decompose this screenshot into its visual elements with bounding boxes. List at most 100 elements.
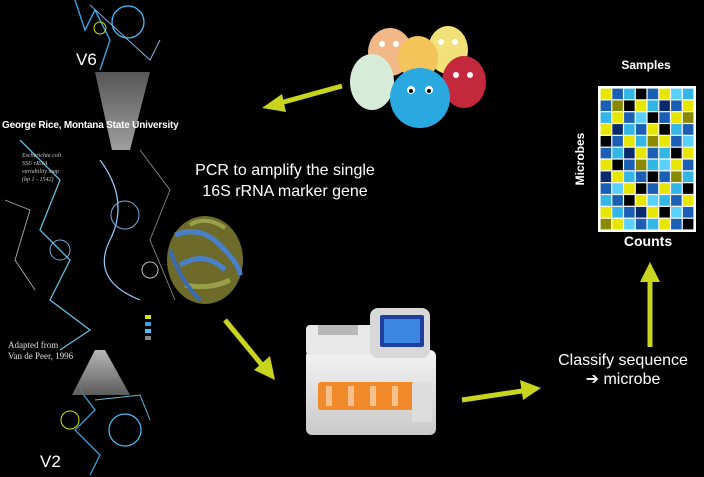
heatmap-cell [624, 206, 635, 218]
arrow-molecule-to-sequencer [223, 318, 275, 380]
heatmap-cell [635, 124, 647, 135]
heatmap-cell [671, 100, 682, 112]
heatmap-cell [682, 206, 694, 218]
heatmap-cell [612, 124, 623, 135]
heatmap-cell [612, 206, 623, 218]
adapted-from-note: Adapted from Van de Peer, 1996 [8, 340, 74, 361]
heatmap-cell [600, 206, 612, 218]
heatmap-cell [659, 171, 670, 183]
rrna-structure-map [4, 0, 176, 476]
heatmap-cell [671, 124, 682, 135]
ssu-variability-note: Escherichia coli SSU rRNA variability ma… [22, 153, 62, 183]
arrow-sequencer-to-classify [461, 380, 541, 403]
heatmap-cell [600, 159, 612, 171]
heatmap-cell [612, 147, 623, 159]
heatmap-cell [659, 195, 670, 206]
heatmap-cell [659, 124, 670, 135]
heatmap-cell [612, 171, 623, 183]
heatmap-cell [624, 159, 635, 171]
heatmap-cell [671, 112, 682, 123]
heatmap-cell [600, 218, 612, 230]
heatmap-cell [659, 88, 670, 100]
image-credit: George Rice, Montana State University [2, 120, 179, 131]
heatmap-cell [647, 159, 659, 171]
heatmap-cell [671, 147, 682, 159]
heatmap-cell [612, 159, 623, 171]
heatmap-cell [682, 135, 694, 147]
heatmap-cell [612, 112, 623, 123]
heatmap-cell [600, 100, 612, 112]
heatmap-cell [635, 159, 647, 171]
heatmap-cell [635, 112, 647, 123]
heatmap-cell [612, 135, 623, 147]
heatmap-cell [671, 88, 682, 100]
heatmap-cell [600, 147, 612, 159]
heatmap-counts-label: Counts [623, 233, 673, 249]
heatmap-cell [624, 183, 635, 194]
heatmap-cell [671, 206, 682, 218]
v2-label: V2 [40, 452, 61, 471]
heatmap-cell [659, 100, 670, 112]
heatmap-cell [671, 183, 682, 194]
heatmap-cell [600, 88, 612, 100]
heatmap-cell [624, 135, 635, 147]
arrow-plush-to-structure [262, 83, 343, 112]
heatmap-cell [647, 112, 659, 123]
heatmap-cell [682, 88, 694, 100]
heatmap-cell [647, 195, 659, 206]
heatmap-cell [682, 195, 694, 206]
heatmap-cell [682, 159, 694, 171]
heatmap-cell [671, 218, 682, 230]
heatmap-cell [682, 171, 694, 183]
heatmap-cell [682, 100, 694, 112]
heatmap-cell [624, 88, 635, 100]
classify-step-text: Classify sequence ➔ microbe [558, 352, 688, 388]
v6-label: V6 [76, 50, 97, 69]
samples-by-microbes-heatmap [598, 86, 696, 232]
heatmap-cell [647, 135, 659, 147]
heatmap-cell [682, 124, 694, 135]
heatmap-cell [635, 218, 647, 230]
heatmap-cell [647, 171, 659, 183]
heatmap-cell [682, 183, 694, 194]
heatmap-cell [671, 159, 682, 171]
heatmap-cell [600, 195, 612, 206]
heatmap-cell [647, 88, 659, 100]
heatmap-cell [600, 135, 612, 147]
pcr-step-text: PCR to amplify the single 16S rRNA marke… [195, 162, 375, 200]
heatmap-cell [682, 112, 694, 123]
heatmap-cell [659, 206, 670, 218]
v2-funnel [72, 350, 130, 395]
heatmap-cell [647, 218, 659, 230]
heatmap-cell [659, 135, 670, 147]
heatmap-cell [647, 100, 659, 112]
heatmap-cell [612, 195, 623, 206]
heatmap-cell [612, 88, 623, 100]
heatmap-microbes-label: Microbes [573, 132, 587, 186]
heatmap-cell [600, 124, 612, 135]
heatmap-cell [624, 100, 635, 112]
heatmap-cell [635, 147, 647, 159]
heatmap-cell [612, 218, 623, 230]
v6-funnel [95, 72, 150, 150]
heatmap-cell [659, 112, 670, 123]
heatmap-cell [600, 183, 612, 194]
heatmap-cell [612, 100, 623, 112]
heatmap-cell [624, 195, 635, 206]
heatmap-cell [624, 218, 635, 230]
heatmap-cell [659, 183, 670, 194]
arrow-classify-to-heatmap [640, 262, 660, 347]
heatmap-cell [624, 124, 635, 135]
heatmap-cell [647, 183, 659, 194]
heatmap-cell [635, 135, 647, 147]
heatmap-cell [635, 171, 647, 183]
heatmap-cell [624, 171, 635, 183]
heatmap-cell [682, 147, 694, 159]
heatmap-cell [635, 195, 647, 206]
heatmap-cell [612, 183, 623, 194]
heatmap-cell [659, 159, 670, 171]
plush-microbes-image [350, 26, 486, 128]
heatmap-cell [624, 112, 635, 123]
heatmap-cell [682, 218, 694, 230]
